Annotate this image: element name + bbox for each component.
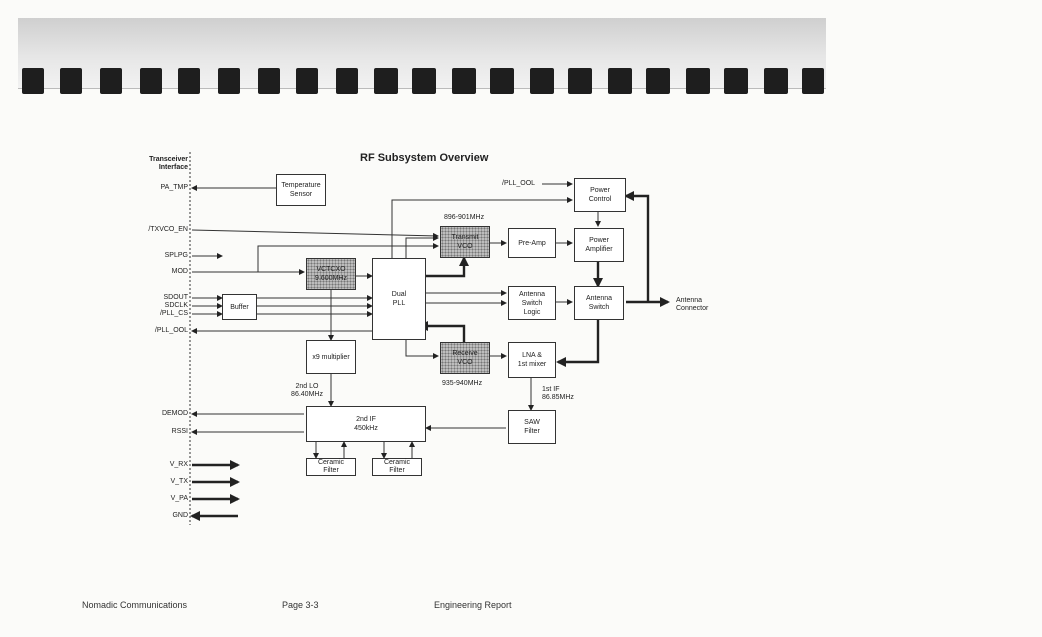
binder-strip xyxy=(18,18,826,94)
annotation-rx-frequency: 935-940MHz xyxy=(442,380,483,387)
binder-ring xyxy=(646,68,670,94)
binder-ring xyxy=(60,68,82,94)
binder-ring xyxy=(100,68,122,94)
binder-ring xyxy=(608,68,632,94)
binder-ring xyxy=(140,68,162,94)
block-power-amplifier: Power Amplifier xyxy=(574,228,624,262)
binder-ring xyxy=(764,68,788,94)
signal-demod: DEMOD xyxy=(161,410,188,417)
binder-ring xyxy=(336,68,358,94)
binder-ring xyxy=(296,68,318,94)
annotation-antenna-connector: Antenna Connector xyxy=(676,297,709,312)
signal-pll-ool-top: /PLL_OOL xyxy=(502,180,536,187)
annotation-second-lo: 2nd LO 86.40MHz xyxy=(291,383,323,398)
signal-sdout: SDOUT xyxy=(163,294,189,301)
interface-heading-line2: Interface xyxy=(158,164,188,171)
block-vctcxo: VCTCXO 9.600MHz xyxy=(306,258,356,290)
binder-ring xyxy=(802,68,824,94)
binder-ring xyxy=(490,68,514,94)
block-buffer: Buffer xyxy=(222,294,257,320)
footer-page: Page 3-3 xyxy=(282,600,319,610)
block-antenna-switch: Antenna Switch xyxy=(574,286,624,320)
binder-ring xyxy=(412,68,436,94)
signal-splpg: SPLPG xyxy=(164,252,188,259)
signal-txvco-en: /TXVCO_EN xyxy=(148,226,188,233)
block-receive-vco: Receive VCO xyxy=(440,342,490,374)
block-second-if: 2nd IF 450kHz xyxy=(306,406,426,442)
signal-v-pa: V_PA xyxy=(170,495,188,502)
signal-pa-tmp: PA_TMP xyxy=(160,184,189,191)
block-lna-mixer: LNA & 1st mixer xyxy=(508,342,556,378)
signal-rssi: RSSI xyxy=(171,428,188,435)
block-antenna-switch-logic: Antenna Switch Logic xyxy=(508,286,556,320)
annotation-first-if: 1st IF 86.85MHz xyxy=(542,386,574,401)
footer-report: Engineering Report xyxy=(434,600,512,610)
block-pre-amp: Pre-Amp xyxy=(508,228,556,258)
block-ceramic-filter-1: Ceramic Filter xyxy=(306,458,356,476)
block-power-control: Power Control xyxy=(574,178,626,212)
signal-pll-ool: /PLL_OOL xyxy=(154,327,188,334)
block-temperature-sensor: Temperature Sensor xyxy=(276,174,326,206)
block-transmit-vco: Transmit VCO xyxy=(440,226,490,258)
block-ceramic-filter-2: Ceramic Filter xyxy=(372,458,422,476)
binder-ring xyxy=(258,68,280,94)
binder-ring xyxy=(452,68,476,94)
interface-heading-line1: Transceiver xyxy=(149,156,188,163)
binder-ring xyxy=(178,68,200,94)
signal-mod: MOD xyxy=(171,268,188,275)
signal-gnd: GND xyxy=(172,512,188,519)
footer-company: Nomadic Communications xyxy=(82,600,188,610)
binder-ring xyxy=(568,68,592,94)
diagram-title: RF Subsystem Overview xyxy=(360,152,489,164)
block-saw-filter: SAW Filter xyxy=(508,410,556,444)
binder-ring xyxy=(686,68,710,94)
block-dual-pll: Dual PLL xyxy=(372,258,426,340)
signal-sdclk: SDCLK xyxy=(164,302,188,309)
binder-ring xyxy=(530,68,554,94)
binder-ring xyxy=(724,68,748,94)
signal-v-tx: V_TX xyxy=(170,478,188,485)
block-x9-multiplier: x9 multiplier xyxy=(306,340,356,374)
signal-v-rx: V_RX xyxy=(169,461,188,468)
binder-ring xyxy=(22,68,44,94)
binder-ring xyxy=(218,68,240,94)
annotation-tx-frequency: 896-901MHz xyxy=(444,214,485,221)
binder-ring xyxy=(374,68,398,94)
signal-pll-cs: /PLL_CS xyxy=(159,310,188,317)
